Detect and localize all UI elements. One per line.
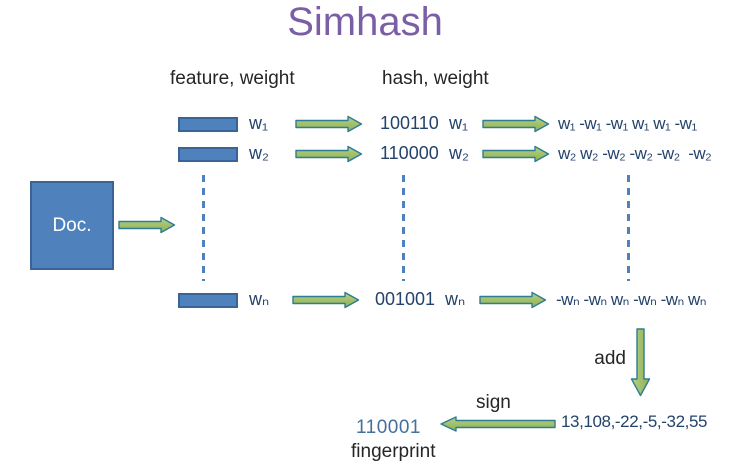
weighted-vector: -wₙ -wₙ wₙ -wₙ -wₙ wₙ	[556, 290, 707, 309]
sign-label: sign	[476, 392, 511, 413]
add-label: add	[594, 348, 626, 369]
fingerprint-value: 110001	[356, 417, 421, 438]
dashed-connector	[627, 175, 630, 281]
dashed-connector	[402, 175, 405, 281]
feature-bar	[178, 117, 238, 132]
arrow-right-icon	[482, 145, 550, 163]
arrow-right-icon	[292, 291, 360, 309]
feature-weight-header: feature, weight	[170, 68, 295, 89]
hash-weight-header: hash, weight	[382, 68, 489, 89]
feature-weight-label: wₙ	[249, 289, 270, 309]
hash-value: 110000	[380, 143, 439, 163]
weighted-vector: w₁ -w₁ -w₁ w₁ w₁ -w₁	[558, 114, 697, 133]
doc-label: Doc.	[52, 214, 92, 236]
hash-weight-label: w₁	[449, 113, 469, 133]
hash-weight-label: w₂	[449, 143, 469, 163]
feature-row-n: wₙ 001001 wₙ -wₙ -wₙ wₙ -wₙ -wₙ wₙ	[0, 289, 730, 312]
sum-vector: 13,108,-22,-5,-32,55	[561, 412, 708, 431]
feature-bar	[178, 293, 238, 308]
arrow-right-icon	[295, 115, 363, 133]
arrow-left-icon	[440, 416, 556, 432]
hash-weight-label: wₙ	[445, 289, 466, 309]
arrow-right-icon	[482, 115, 550, 133]
arrow-right-icon	[479, 291, 547, 309]
dashed-connector	[202, 175, 205, 281]
doc-box: Doc.	[30, 181, 114, 270]
arrow-down-icon	[630, 328, 651, 397]
arrow-right-icon	[118, 216, 176, 234]
hash-value: 100110	[380, 113, 439, 133]
weighted-vector: w₂ w₂ -w₂ -w₂ -w₂ -w₂	[558, 144, 712, 163]
page-title: Simhash	[287, 0, 443, 44]
feature-weight-label: w₁	[249, 113, 269, 133]
feature-bar	[178, 147, 238, 162]
feature-row-2: w₂ 110000 w₂ w₂ w₂ -w₂ -w₂ -w₂ -w₂	[0, 143, 730, 166]
hash-value: 001001	[375, 289, 436, 309]
feature-weight-label: w₂	[249, 143, 269, 163]
fingerprint-label: fingerprint	[351, 441, 436, 462]
arrow-right-icon	[295, 145, 363, 163]
feature-row-1: w₁ 100110 w₁ w₁ -w₁ -w₁ w₁ w₁ -w₁	[0, 113, 730, 136]
